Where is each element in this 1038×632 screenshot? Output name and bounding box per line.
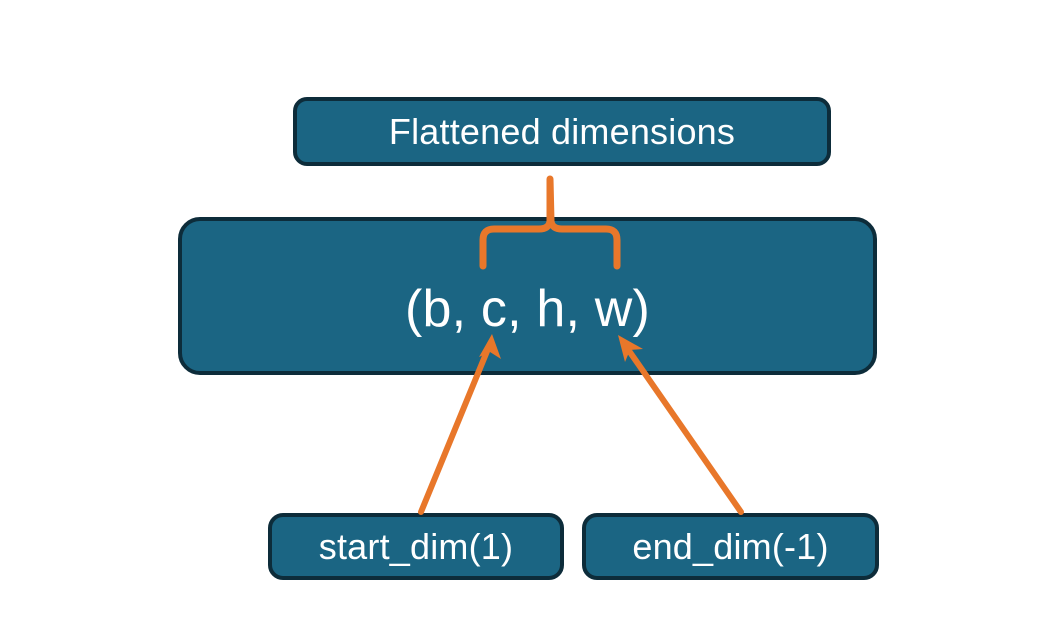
- tensor-shape-box[interactable]: (b, c, h, w): [178, 217, 877, 375]
- flattened-dimensions-label: Flattened dimensions: [388, 110, 736, 152]
- end-dim-label: end_dim(-1): [632, 525, 829, 567]
- end-dim-box[interactable]: end_dim(-1): [582, 513, 879, 580]
- start-dim-label: start_dim(1): [318, 525, 514, 567]
- start-dim-box[interactable]: start_dim(1): [268, 513, 564, 580]
- flattened-dimensions-box[interactable]: Flattened dimensions: [293, 97, 831, 166]
- tensor-shape-label: (b, c, h, w): [404, 280, 651, 338]
